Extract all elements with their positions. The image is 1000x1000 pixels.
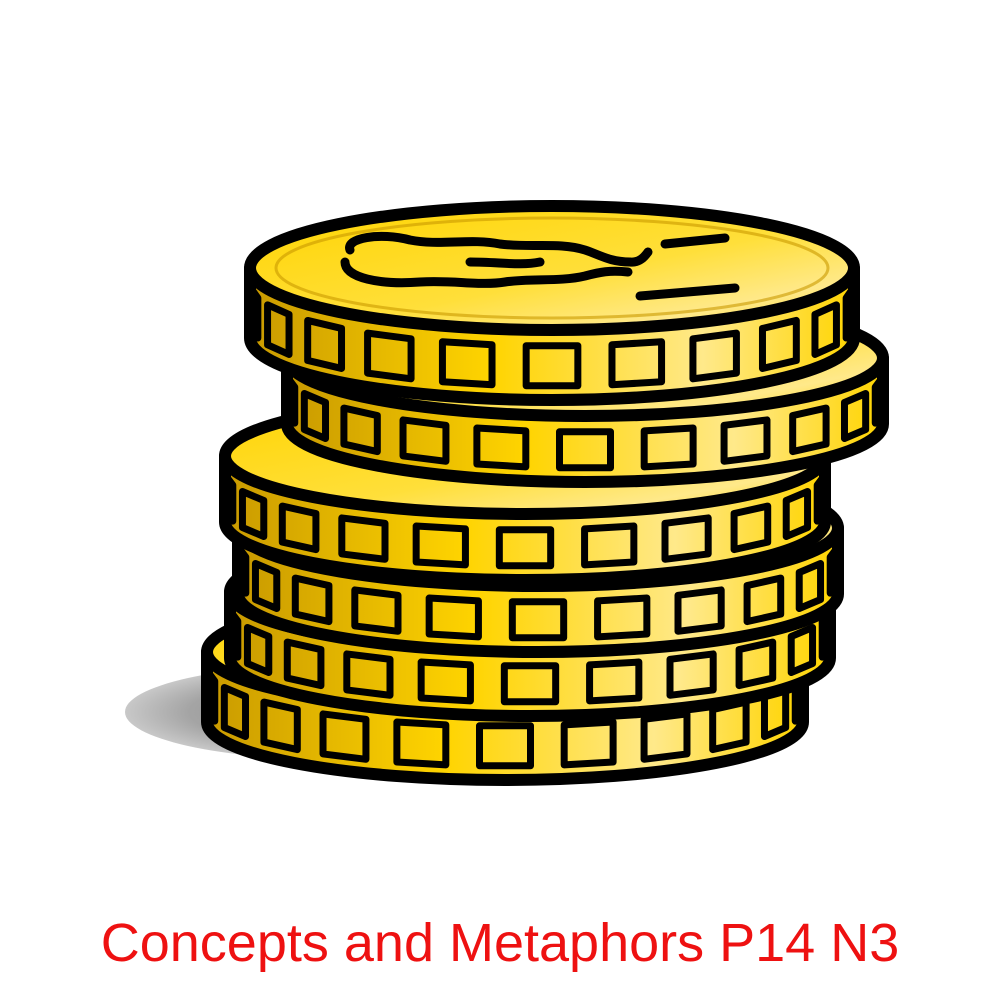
coin-reeding — [300, 389, 330, 443]
coin-reeding — [351, 586, 402, 635]
coin-reeding — [319, 710, 370, 763]
coin-reeding — [243, 623, 273, 677]
coin-reeding — [234, 543, 250, 597]
coin-reeding — [581, 522, 638, 569]
coin-reeding — [278, 502, 320, 554]
coin-reeding — [840, 389, 870, 443]
coin-reeding — [555, 428, 615, 472]
coin-reeding — [226, 607, 242, 661]
coin-face — [244, 200, 860, 336]
coin-reeding — [758, 316, 800, 372]
coin-reeding — [666, 650, 717, 699]
caption-text: Concepts and Metaphors P14 N3 — [100, 913, 900, 973]
coin-reeding — [871, 373, 887, 427]
coin-reeding — [811, 301, 840, 358]
coin-reeding — [842, 284, 858, 342]
coin-reeding — [661, 514, 712, 563]
coin-reeding — [689, 329, 740, 383]
coin-reeding — [640, 424, 697, 471]
coin-reeding — [560, 718, 617, 769]
coin-reeding — [795, 559, 825, 613]
coin-reeding — [608, 338, 666, 389]
coin-reeding — [640, 710, 691, 763]
coin-reeding — [220, 683, 250, 741]
coin-reeding — [826, 543, 842, 597]
coin-reeding — [283, 638, 325, 690]
coin-reeding — [221, 471, 237, 525]
coin-reeding — [782, 487, 812, 541]
coin-stack-illustration — [125, 200, 889, 786]
coin-reeding — [291, 574, 333, 626]
coin-reeding — [393, 718, 450, 769]
coin-reeding — [495, 526, 555, 570]
coin-reeding — [338, 514, 389, 563]
coin-reeding — [238, 487, 268, 541]
coin-reeding — [787, 623, 817, 677]
coin-reeding — [586, 658, 643, 705]
coin-reeding — [473, 424, 530, 471]
coin-reeding — [283, 373, 299, 427]
coin-reeding — [743, 574, 785, 626]
coin-reeding — [425, 594, 482, 641]
gold-coin — [244, 200, 860, 406]
coin-reeding — [412, 522, 469, 569]
coin-reeding — [720, 416, 771, 465]
coins-group — [201, 200, 889, 786]
coin-reeding — [399, 416, 450, 465]
coin-reeding — [343, 650, 394, 699]
coin-reeding — [730, 502, 772, 554]
coin-reeding — [417, 658, 474, 705]
coin-engraving — [340, 231, 740, 301]
coin-reeding — [594, 594, 651, 641]
coin-reeding — [500, 662, 560, 706]
coin-reeding — [508, 598, 568, 642]
coin-reeding — [340, 404, 381, 456]
coin-reeding — [364, 329, 415, 383]
coin-reeding — [735, 638, 777, 690]
coin-reeding — [813, 471, 829, 525]
coin-reeding — [251, 559, 281, 613]
coin-reeding — [475, 722, 535, 770]
coin-reeding — [789, 404, 830, 456]
coin-rim — [274, 216, 830, 320]
coin-reeding — [438, 338, 496, 389]
coin-reeding — [304, 316, 346, 372]
coin-reeding — [264, 301, 293, 358]
coin-reeding — [522, 342, 582, 390]
coin-reeding — [674, 586, 725, 635]
coin-reeding — [246, 284, 262, 342]
coin-reeding — [203, 667, 219, 725]
coin-reeding — [260, 698, 301, 754]
